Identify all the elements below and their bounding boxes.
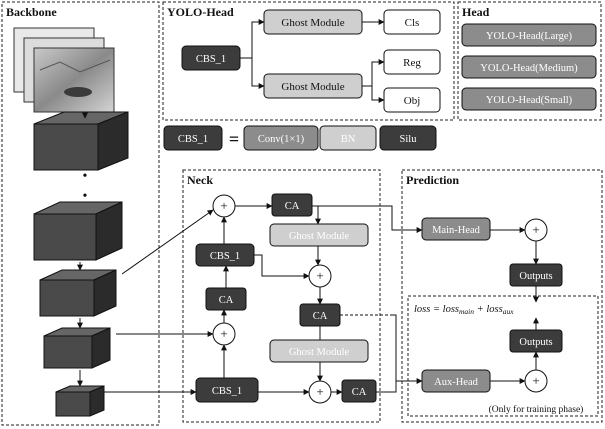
backbone-title: Backbone <box>6 5 57 19</box>
neck-ghost-2-label: Ghost Module <box>289 347 350 358</box>
neck-cbs-mid-label: CBS_1 <box>210 251 240 262</box>
backbone-to-neck-top <box>121 209 214 275</box>
yolo-ghost-top-label: Ghost Module <box>281 17 344 29</box>
neck-plus-mid-sign: + <box>316 268 323 283</box>
cbs-def-label: CBS_1 <box>178 134 208 145</box>
yolo-head-title: YOLO-Head <box>167 5 234 19</box>
head-item-medium-label: YOLO-Head(Medium) <box>480 63 578 74</box>
head-item-large-label: YOLO-Head(Large) <box>486 31 573 42</box>
outputs-top-label: Outputs <box>519 271 552 282</box>
neck-to-main-head <box>312 205 423 233</box>
training-note: (Only for training phase) <box>489 404 584 415</box>
cbs-def-equals: = <box>229 129 239 149</box>
aux-head-label: Aux-Head <box>434 377 478 388</box>
bn-block <box>319 125 377 151</box>
backbone-ellipsis-top: • <box>83 169 88 184</box>
prediction-title: Prediction <box>406 173 459 187</box>
yolo-ghost-bottom-label: Ghost Module <box>281 81 344 93</box>
input-image-stack <box>13 27 115 113</box>
neck-border <box>182 169 381 423</box>
neck-ca-top-label: CA <box>285 201 300 212</box>
head-border <box>457 1 602 121</box>
yolo-head-border <box>162 1 455 121</box>
bn-label: BN <box>341 134 356 145</box>
yolo-head-panel: YOLO-Head CBS_1 Ghost Module Ghost Modul… <box>162 1 455 121</box>
head-item-large <box>461 23 597 47</box>
neck-cbs-bottom-label: CBS_1 <box>212 386 242 397</box>
yolo-cls-label: Cls <box>405 17 420 29</box>
yolo-obj-label: Obj <box>404 95 421 107</box>
main-head-label: Main-Head <box>432 225 481 236</box>
backbone-ellipsis-bottom: • <box>83 189 88 204</box>
feature-cube-2 <box>33 201 123 261</box>
feature-cube-5 <box>55 385 105 417</box>
neck-ca-right-label: CA <box>313 311 328 322</box>
head-item-small <box>461 87 597 111</box>
conv-block <box>243 125 319 151</box>
silu-block <box>379 125 437 151</box>
feature-cube-4 <box>43 327 111 369</box>
neck-ghost-2 <box>269 339 369 363</box>
cbs-definition: CBS_1 = Conv(1×1) BN Silu <box>163 125 437 151</box>
prediction-border <box>401 169 603 423</box>
neck-ca-right-to-aux <box>390 314 397 381</box>
loss-formula: loss = lossmain + lossaux <box>414 304 514 316</box>
yolo-reg-label: Reg <box>403 57 421 69</box>
input-image <box>33 47 115 113</box>
neck-panel: Neck + + + + CA Ghost Module CBS_1 CA CA… <box>182 169 390 423</box>
neck-plus-left-sign: + <box>220 326 227 341</box>
yolo-cbs-label: CBS_1 <box>196 54 226 65</box>
neck-plus-bottom-sign: + <box>316 384 323 399</box>
cbs-def-block <box>163 125 223 151</box>
pred-plus-top-sign: + <box>532 222 539 237</box>
feature-cube-1 <box>33 111 129 171</box>
head-item-small-label: YOLO-Head(Small) <box>486 95 573 106</box>
outputs-bottom-label: Outputs <box>519 337 552 348</box>
backbone-panel: Backbone • • <box>1 1 160 426</box>
neck-ghost-1-label: Ghost Module <box>289 231 350 242</box>
prediction-panel: Prediction Main-Head + Outputs loss = lo… <box>401 169 603 423</box>
neck-ca-left-label: CA <box>219 295 234 306</box>
neck-to-aux-head <box>376 378 423 393</box>
training-box <box>407 295 599 417</box>
head-panel: Head YOLO-Head(Large) YOLO-Head(Medium) … <box>457 1 602 121</box>
neck-plus-top-sign: + <box>220 198 227 213</box>
neck-title: Neck <box>187 173 213 187</box>
neck-ca-bottom-label: CA <box>352 387 367 398</box>
silu-label: Silu <box>400 134 418 145</box>
feature-cube-3 <box>39 269 117 317</box>
conv-label: Conv(1×1) <box>258 134 305 145</box>
head-title: Head <box>462 5 490 19</box>
head-item-medium <box>461 55 597 79</box>
pred-plus-bottom-sign: + <box>532 373 539 388</box>
